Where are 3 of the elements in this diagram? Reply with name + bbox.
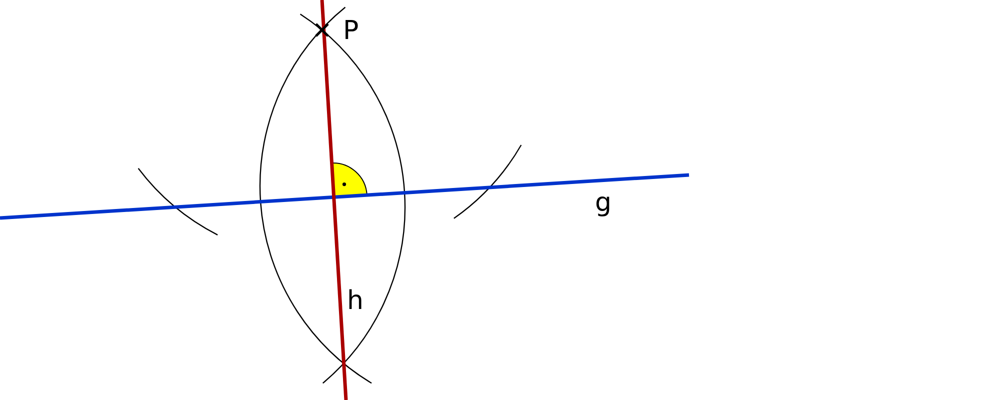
- point-label: P: [343, 18, 359, 44]
- line-label: h: [347, 288, 364, 314]
- line-label: g: [595, 190, 612, 216]
